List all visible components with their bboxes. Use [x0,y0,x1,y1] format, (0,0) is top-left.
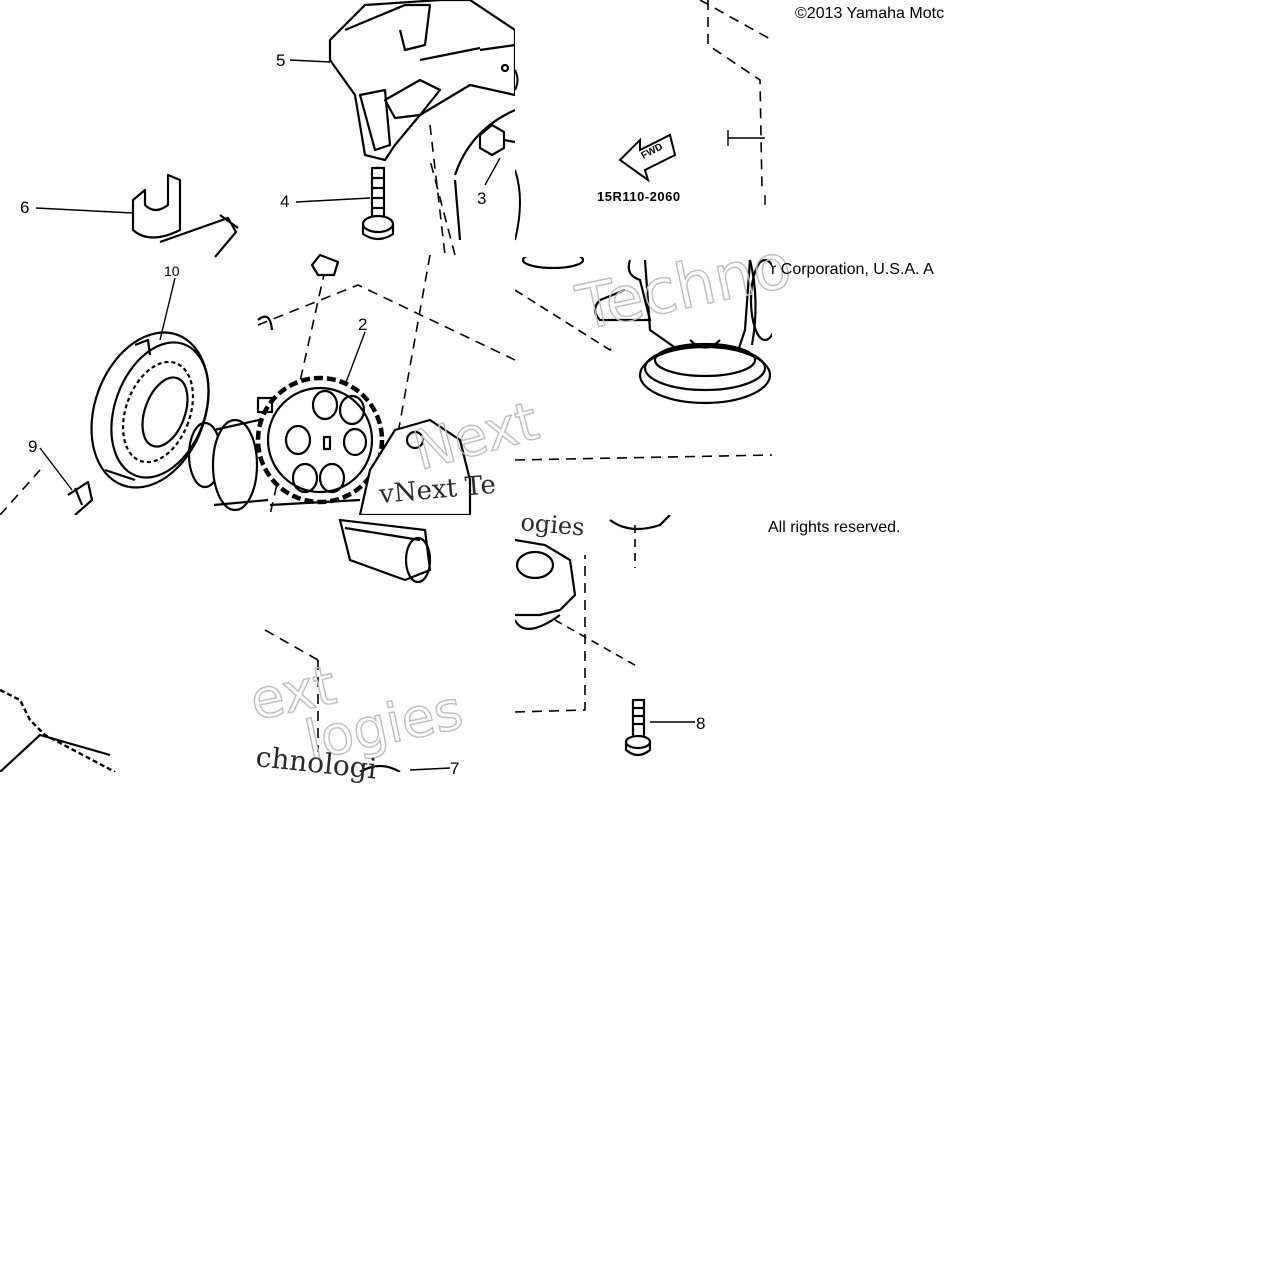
copyright-line-3-frame: All rights reserved. [768,514,1028,554]
part-10-seal-plate [90,331,210,489]
part-8-bolt [624,698,652,757]
svg-text:ogies: ogies [519,508,585,541]
pump-shaft [338,518,432,584]
part-7-o-ring [609,515,671,531]
fwd-arrow-icon [618,133,677,183]
part-5-cover-bracket [328,0,515,162]
callout-7: 7 [450,759,459,778]
drive-gear [187,416,269,512]
callout-10: 10 [164,263,180,279]
copyright-line-1-frame: ©2013 Yamaha Motc [795,0,1028,34]
oil-pump-body [269,418,472,515]
callout-6: 6 [20,198,29,217]
pump-cover-seal [515,538,577,630]
copyright-line-1: ©2013 Yamaha Motc [795,5,945,22]
watermark: Techno vNext Te Next ogies ext logies ch… [244,228,798,786]
callout-4: 4 [280,192,289,211]
copyright-line-2-frame: r Corporation, U.S.A. A [771,256,1028,296]
copyright-line-2: r Corporation, U.S.A. A [771,261,934,278]
callout-5: 5 [276,51,285,70]
oil-filter-housing [638,259,772,405]
drawing-code: 15R110-2060 [597,189,681,204]
callout-2: 2 [358,315,367,334]
callout-9: 9 [28,437,37,456]
part-6-u-clip [131,173,239,258]
svg-text:Next: Next [407,389,545,482]
part-2-sprocket [255,375,385,505]
copyright-line-3: All rights reserved. [768,519,901,536]
callout-numbers: 5 4 3 6 10 9 2 8 7 [20,51,705,778]
callout-8: 8 [696,714,705,733]
svg-text:Techno: Techno [570,228,798,345]
callout-3: 3 [477,189,486,208]
part-9-pin [67,480,94,515]
part-4-bolt [361,166,395,241]
part-3-nut [478,123,515,157]
